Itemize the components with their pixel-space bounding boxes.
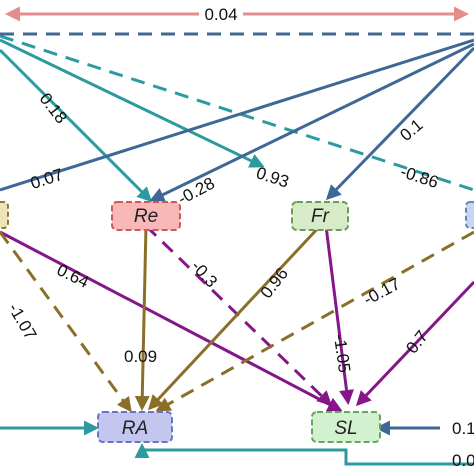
coef-0-1: 0.1	[396, 115, 426, 145]
node-sl: SL	[311, 411, 381, 443]
node-re-label: Re	[134, 206, 158, 227]
edge-purple-fr-to-sl	[324, 225, 354, 405]
edge-blue-right-to-fr	[325, 46, 474, 201]
edge-teal-bottom-loop	[134, 443, 474, 466]
node-ra: RA	[97, 411, 173, 443]
coef-neg-0-3: -0.3	[187, 257, 221, 291]
coef-neg-1-05: -1.05	[330, 333, 354, 374]
edge-blue-right-to-re	[149, 42, 474, 202]
coef-0-18: 0.18	[36, 89, 71, 127]
edge-olive-fr-to-ra	[147, 224, 322, 411]
node-fr-label: Fr	[311, 206, 330, 227]
edge-teal-dashed-left-right	[0, 34, 474, 192]
node-ra-label: RA	[122, 418, 148, 439]
node-left-edge	[0, 201, 9, 229]
edge-olive-dashed-left-to-ra	[0, 231, 132, 413]
coef-0-07: 0.07	[28, 165, 65, 193]
node-right-edge	[465, 201, 474, 229]
coef-0-93: 0.93	[254, 163, 291, 191]
edge-olive-re-to-ra	[134, 225, 150, 411]
coef-right-bottom: 0.0	[452, 451, 474, 470]
coef-top: 0.04	[204, 5, 237, 24]
node-sl-label: SL	[334, 418, 357, 439]
coef-neg-0-86: -0.86	[398, 162, 441, 192]
coef-neg-0-17: -0.17	[360, 274, 403, 309]
node-re: Re	[111, 201, 181, 231]
edge-olive-dashed-right-to-ra	[155, 230, 474, 412]
edge-teal-left-to-fr	[0, 38, 265, 168]
coef-right-top: 0.1	[452, 419, 474, 438]
coef-neg-1-07: -1.07	[4, 300, 40, 343]
coef-0-09: 0.09	[124, 347, 157, 366]
node-fr: Fr	[291, 201, 349, 231]
coefficient-labels: 0.04 0.18 0.07 -0.28 0.93 0.1 -0.86 0.64…	[4, 2, 474, 470]
edge-teal-left-to-re	[0, 48, 153, 203]
edge-purple-left-to-sl	[0, 230, 343, 412]
coef-0-96: 0.96	[257, 264, 292, 302]
edge-blue-right-to-left	[0, 38, 474, 192]
coef-0-64: 0.64	[54, 260, 92, 292]
edge-purple-right-to-sl	[355, 280, 474, 407]
